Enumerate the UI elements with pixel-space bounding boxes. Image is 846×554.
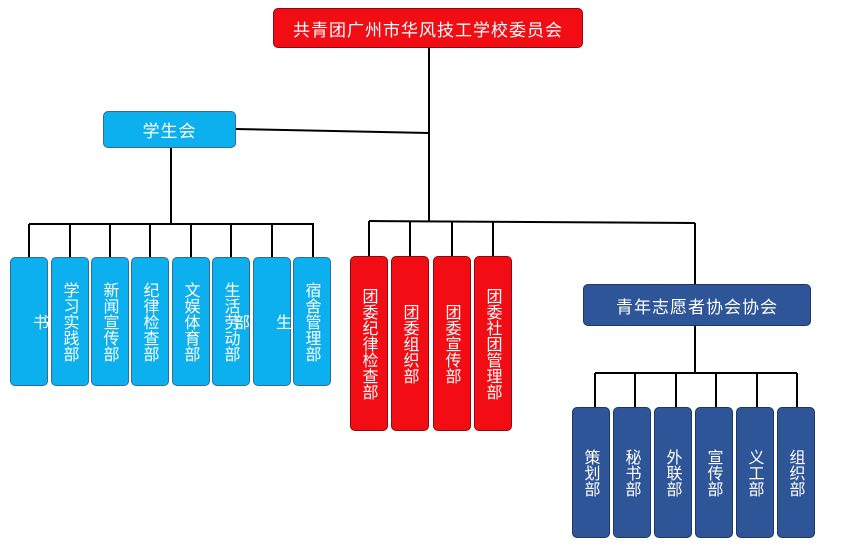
student-union-dept-girls: 女 生 部 (231, 257, 313, 386)
student-union-dept-secretary: 秘 书 部 (0, 257, 70, 386)
volunteer-association-box: 青年志愿者协会协会 (583, 284, 811, 326)
volunteer-dept-external: 外联部 (654, 407, 692, 538)
student-union-dept-study: 学习实践部 (51, 257, 89, 386)
student-union-dept-news: 新闻宣传部 (91, 257, 129, 386)
volunteer-dept-organization: 组织部 (777, 407, 815, 538)
volunteer-dept-volunteer-work: 义工部 (736, 407, 774, 538)
volunteer-dept-publicity: 宣传部 (695, 407, 733, 538)
connector (234, 128, 430, 134)
volunteer-dept-planning: 策划部 (572, 407, 610, 538)
league-dept-publicity: 团委宣传部 (433, 256, 471, 431)
connector (368, 220, 696, 224)
root-committee-box: 共青团广州市华风技工学校委员会 (273, 8, 583, 48)
student-union-dept-entertainment: 文娱体育部 (172, 257, 210, 386)
league-dept-discipline: 团委纪律检查部 (350, 256, 388, 431)
student-union-box: 学生会 (103, 111, 236, 148)
student-union-dept-discipline: 纪律检查部 (131, 257, 169, 386)
student-union-dept-dormitory: 宿舍管理部 (293, 257, 331, 386)
league-dept-clubs: 团委社团管理部 (474, 256, 512, 431)
league-dept-organization: 团委组织部 (391, 256, 429, 431)
volunteer-dept-secretary: 秘书部 (613, 407, 651, 538)
student-union-dept-life: 生活劳动部 (212, 257, 250, 386)
